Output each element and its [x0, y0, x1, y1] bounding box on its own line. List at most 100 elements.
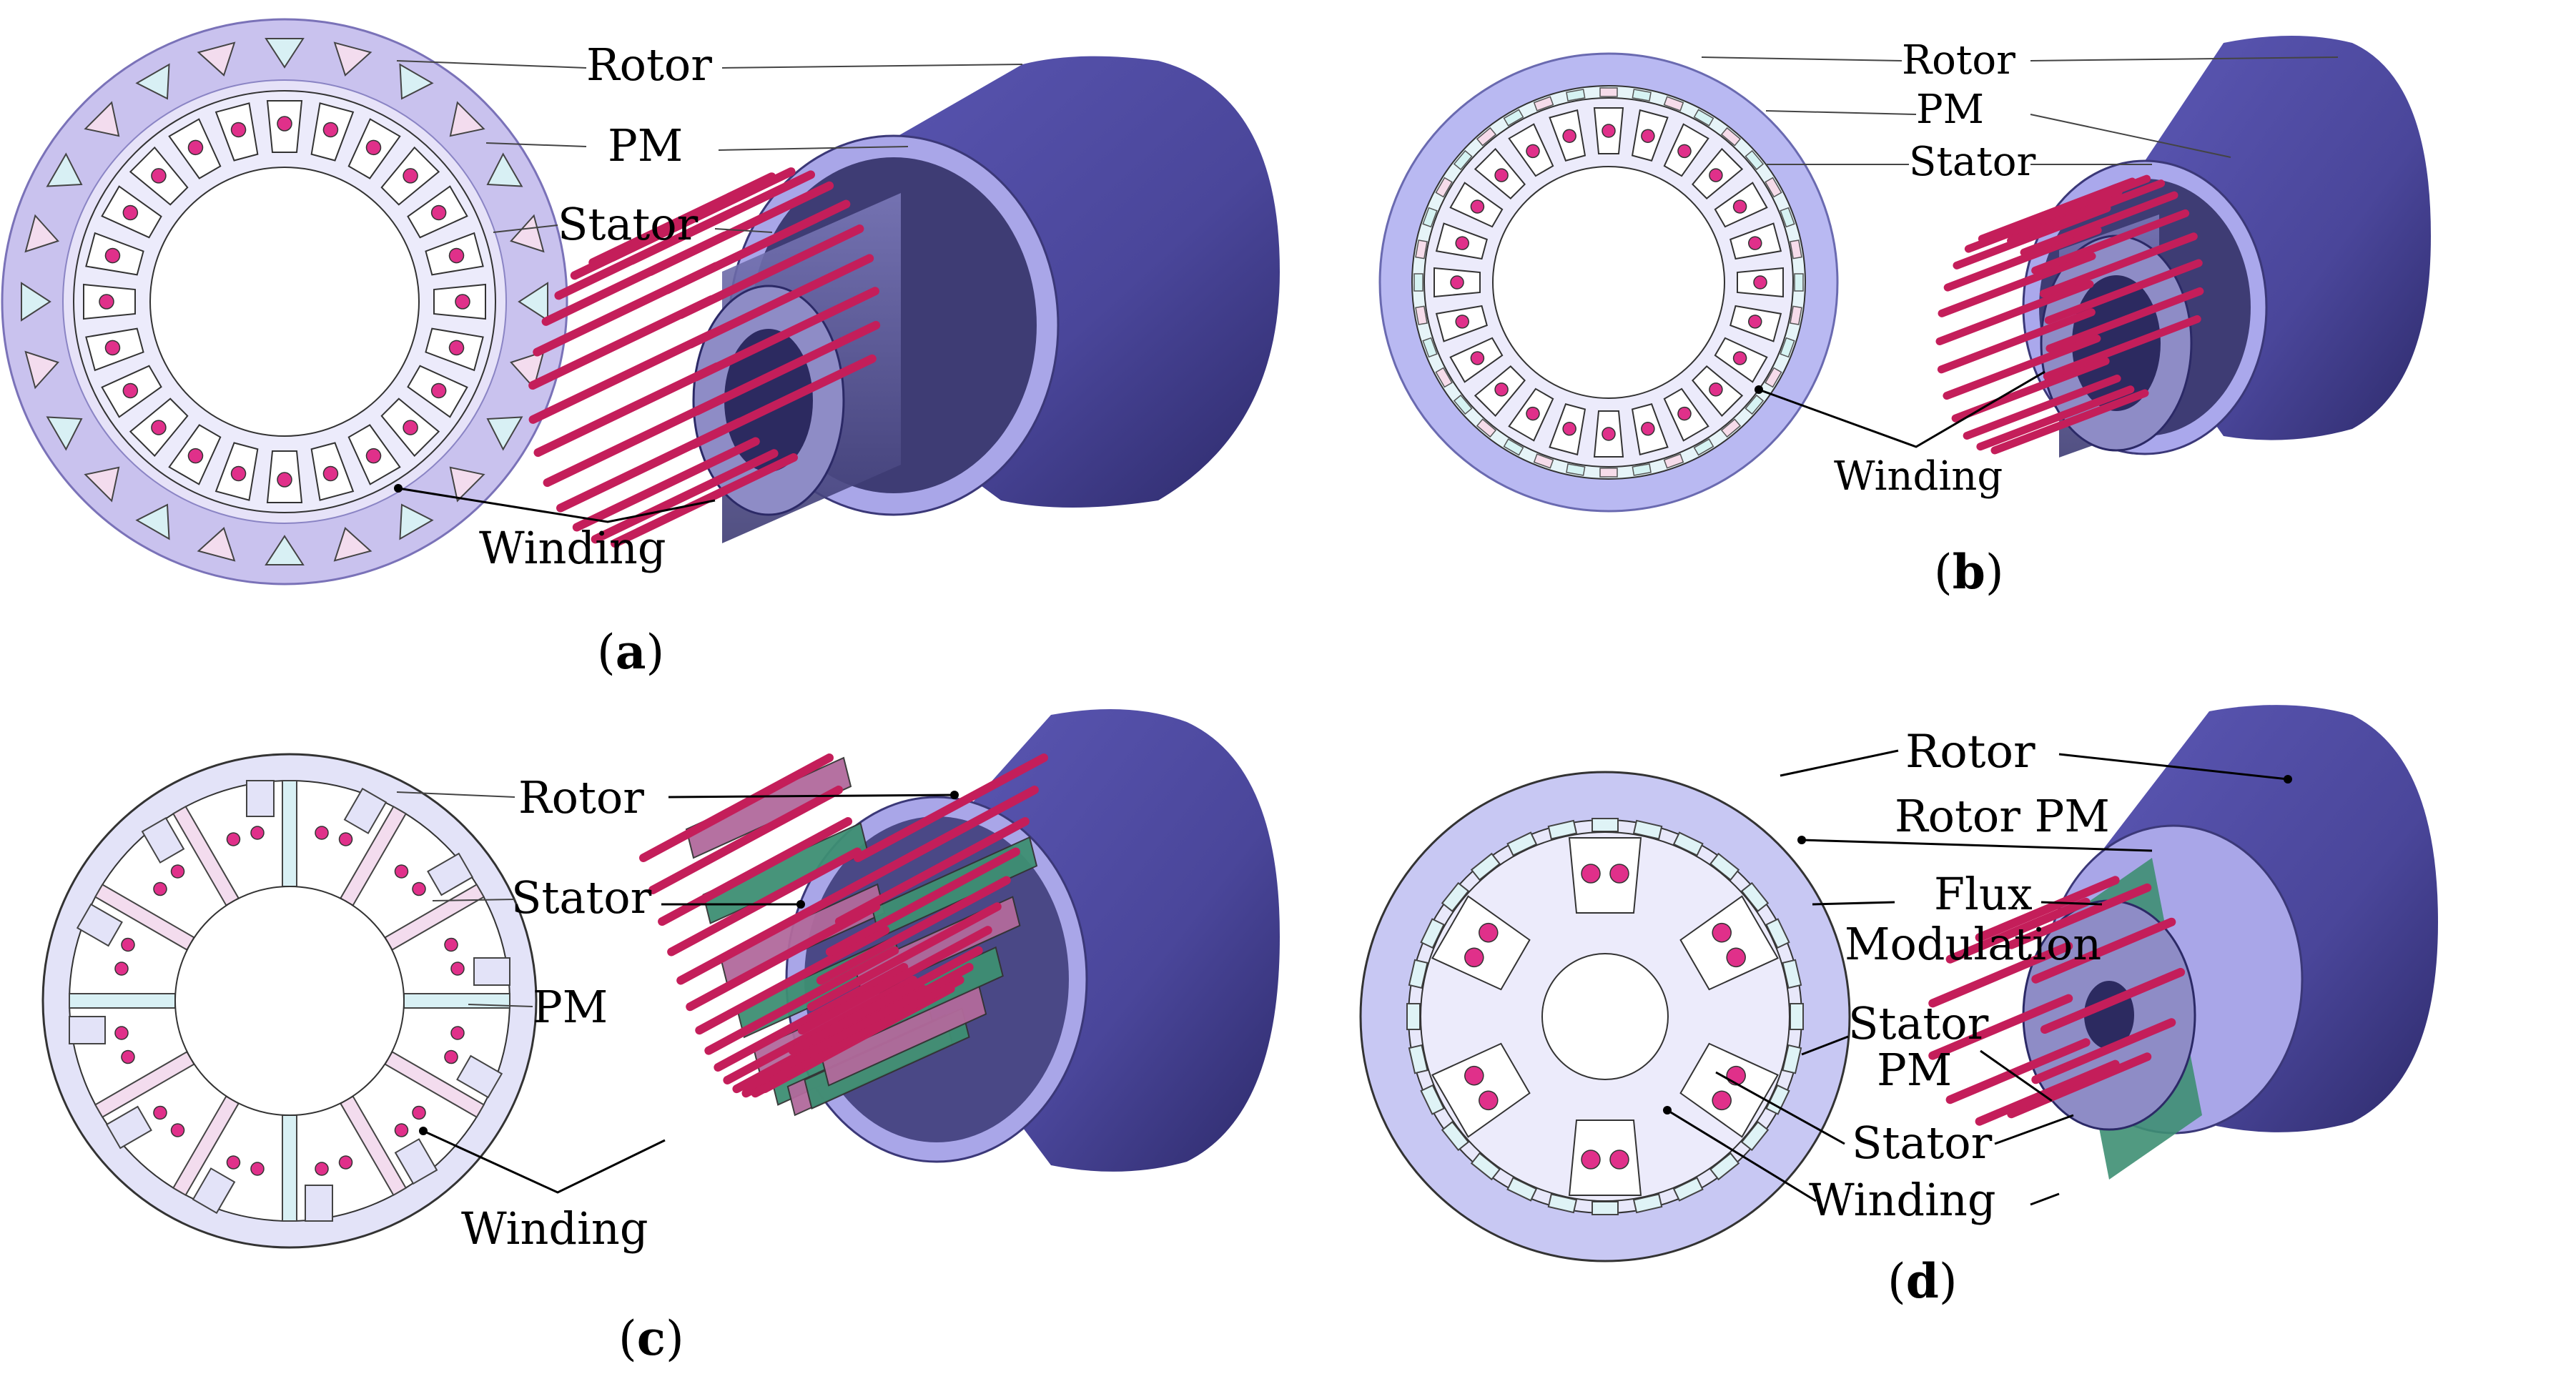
winding-rod	[667, 847, 862, 957]
slot	[1714, 337, 1768, 383]
winding-conductor	[338, 1155, 353, 1170]
panel-c: Rotor Stator PM Winding (c)	[41, 709, 1280, 1366]
pm-segment	[333, 527, 372, 562]
slot	[85, 327, 144, 372]
pm-segment	[1765, 918, 1790, 949]
slot	[1714, 182, 1768, 228]
winding-rod	[1976, 385, 2135, 451]
winding-rod	[1938, 252, 2096, 317]
slot	[1663, 387, 1709, 442]
panel-d-slots	[1431, 837, 1779, 1196]
panel-a-slots	[83, 100, 486, 503]
slot	[380, 146, 440, 206]
pm-segment	[1782, 959, 1802, 989]
winding-conductor	[444, 937, 458, 952]
slot	[1435, 222, 1488, 260]
pm-segment	[1663, 453, 1684, 469]
winding-conductor	[250, 826, 265, 840]
winding-rod	[2043, 315, 2201, 380]
panel-a-winding-rods	[528, 167, 881, 548]
winding-conductor	[430, 204, 447, 221]
winding-conductor	[403, 168, 418, 184]
pm-segment	[1599, 468, 1618, 478]
winding-conductor	[1470, 351, 1485, 365]
slot	[380, 397, 440, 458]
winding-conductor	[1464, 947, 1484, 968]
pm-segment	[1765, 367, 1782, 388]
winding-conductor	[104, 340, 121, 356]
panel-d-stator-label: Stator	[1852, 1117, 1993, 1169]
winding-rod	[1990, 389, 2149, 455]
pm-segment	[21, 282, 51, 322]
pm-segment	[1503, 109, 1524, 127]
slot	[83, 283, 136, 320]
winding-conductor	[230, 465, 247, 482]
pm-segment	[1745, 149, 1765, 171]
winding-conductor	[430, 382, 447, 399]
winding-conductor	[151, 168, 167, 184]
slot	[347, 424, 401, 485]
pm-segment	[197, 527, 236, 562]
winding-conductor	[1526, 406, 1540, 421]
winding-rod	[591, 449, 779, 544]
winding-conductor	[448, 247, 465, 264]
pm-segment	[1566, 463, 1586, 476]
winding-conductor	[394, 1123, 409, 1137]
slot	[129, 397, 189, 458]
winding-rod	[693, 320, 881, 415]
winding-conductor	[1641, 422, 1655, 436]
winding-rod	[2007, 1052, 2152, 1119]
winding-conductor	[1609, 864, 1629, 884]
pm-segment	[1745, 394, 1765, 415]
winding-rod	[1993, 174, 2151, 240]
slot	[1474, 365, 1526, 417]
pm-segment	[399, 63, 434, 100]
panel-d-3d-motor	[1928, 705, 2438, 1180]
panel-b: Rotor PM Stator Winding (b)	[1378, 36, 2431, 600]
winding-conductor	[455, 294, 470, 310]
winding-conductor	[1748, 315, 1762, 329]
winding-rod	[528, 329, 716, 424]
slot	[310, 442, 355, 501]
winding-conductor	[1494, 168, 1509, 182]
panel-d: Rotor Rotor PM Flux Modulation Stator PM…	[1359, 705, 2438, 1309]
winding-rod	[769, 975, 964, 1084]
winding-rod	[1937, 308, 2096, 374]
winding-conductor	[448, 340, 465, 356]
winding-conductor	[450, 1026, 465, 1040]
panel-d-bore	[1541, 953, 1669, 1080]
pm-segment	[486, 416, 523, 451]
pm-segment	[486, 152, 523, 187]
slot	[266, 100, 303, 153]
pm-segment	[1592, 818, 1619, 832]
winding-conductor	[1748, 236, 1762, 250]
slot	[1729, 222, 1782, 260]
winding-conductor	[444, 1049, 458, 1064]
pm-segment	[1790, 239, 1802, 260]
winding-conductor	[277, 116, 292, 132]
pm-segment	[1794, 273, 1804, 292]
winding-rod	[704, 946, 899, 1055]
pm-segment	[135, 503, 170, 540]
winding-rod	[834, 817, 1030, 926]
winding-conductor	[1470, 199, 1485, 214]
slot	[1593, 107, 1624, 154]
pm-segment	[1632, 463, 1652, 476]
panel-a-pm-segments	[21, 38, 548, 565]
winding-rod	[686, 902, 881, 1012]
pm-segment	[1415, 305, 1428, 325]
winding-rod	[572, 437, 760, 532]
winding-rod	[806, 902, 1002, 1012]
panel-d-rotor-label: Rotor	[1905, 726, 2035, 779]
winding-conductor	[1753, 275, 1767, 290]
slot	[1549, 109, 1586, 162]
winding-rod	[2031, 209, 2190, 275]
slot	[1737, 267, 1784, 298]
winding-conductor	[1712, 1090, 1732, 1111]
panel-c-winding-label: Winding	[461, 1202, 648, 1255]
panel-a-winding-label: Winding	[479, 522, 666, 574]
winding-conductor	[226, 832, 241, 846]
panel-d-labels: Rotor Rotor PM Flux Modulation Stator PM…	[1663, 726, 2292, 1226]
panel-c-rotor-label: Rotor	[518, 771, 644, 824]
slot	[1449, 182, 1504, 228]
